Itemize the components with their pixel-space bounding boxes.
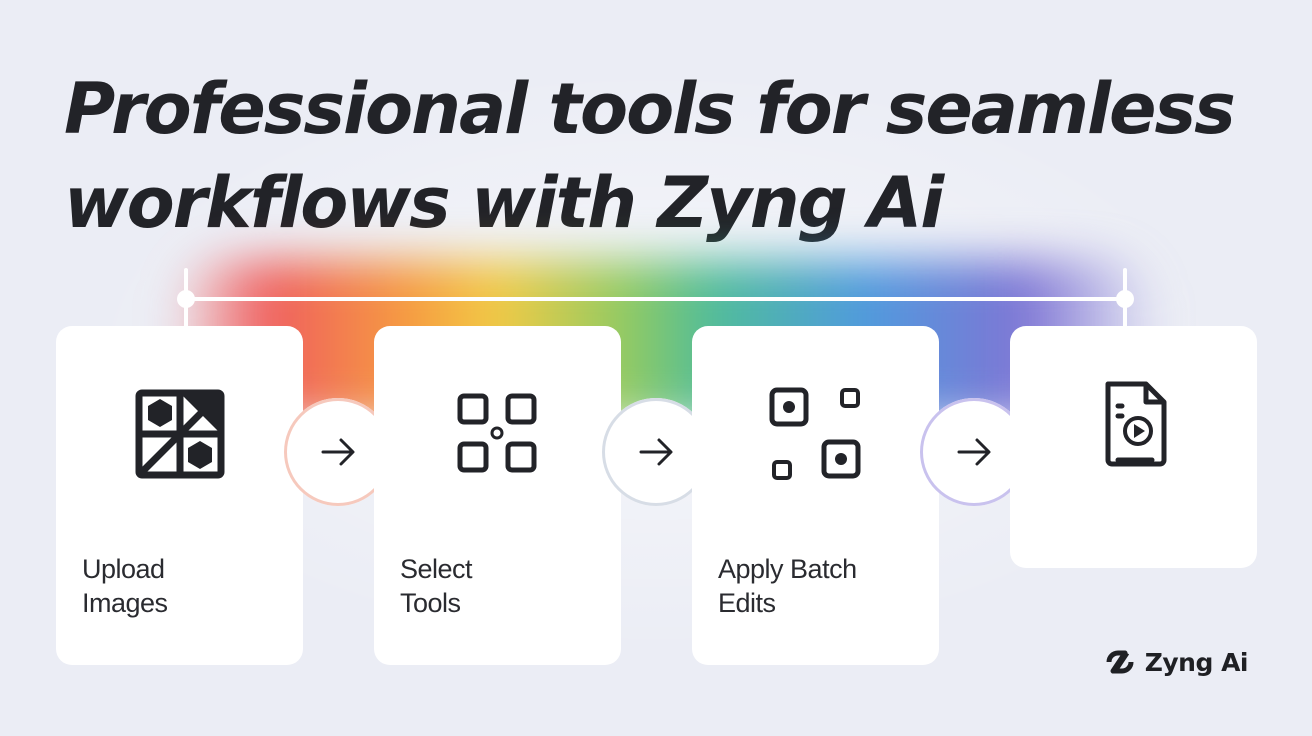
step-label-line-1: Upload <box>82 554 165 584</box>
step-label-line-2: Images <box>82 588 168 618</box>
page-headline: Professional tools for seamless workflow… <box>64 62 1264 250</box>
rainbow-gradient-band <box>170 260 1160 420</box>
step-card-apply-batch-edits[interactable]: Apply Batch Edits <box>692 326 939 665</box>
step-label: Upload Images <box>82 552 282 620</box>
timeline-track <box>185 297 1125 301</box>
brand-logo: Zyng Ai <box>1103 645 1249 679</box>
step-label: Apply Batch Edits <box>718 552 918 620</box>
tools-grid-icon <box>450 386 546 482</box>
video-file-icon <box>1086 376 1182 472</box>
headline-line-1: Professional tools for seamless <box>64 68 1236 150</box>
step-label-line-1: Apply Batch <box>718 554 857 584</box>
batch-edit-icon <box>768 386 864 482</box>
step-card-upload-images[interactable]: Upload Images <box>56 326 303 665</box>
step-label-line-2: Edits <box>718 588 776 618</box>
arrow-right-icon <box>957 438 991 466</box>
arrow-right-icon <box>321 438 355 466</box>
arrow-right-icon <box>639 438 673 466</box>
brand-name: Zyng Ai <box>1144 647 1249 677</box>
image-grid-icon <box>132 386 228 482</box>
step-label-line-1: Select <box>400 554 473 584</box>
timeline-start-dot <box>177 290 195 308</box>
step-card-select-tools[interactable]: Select Tools <box>374 326 621 665</box>
headline-line-2: workflows with Zyng Ai <box>64 162 944 244</box>
timeline-end-dot <box>1116 290 1134 308</box>
zyng-logo-icon <box>1106 650 1134 674</box>
step-label: Select Tools <box>400 552 600 620</box>
step-label-line-2: Tools <box>400 588 461 618</box>
step-card-video-output[interactable] <box>1010 326 1257 568</box>
